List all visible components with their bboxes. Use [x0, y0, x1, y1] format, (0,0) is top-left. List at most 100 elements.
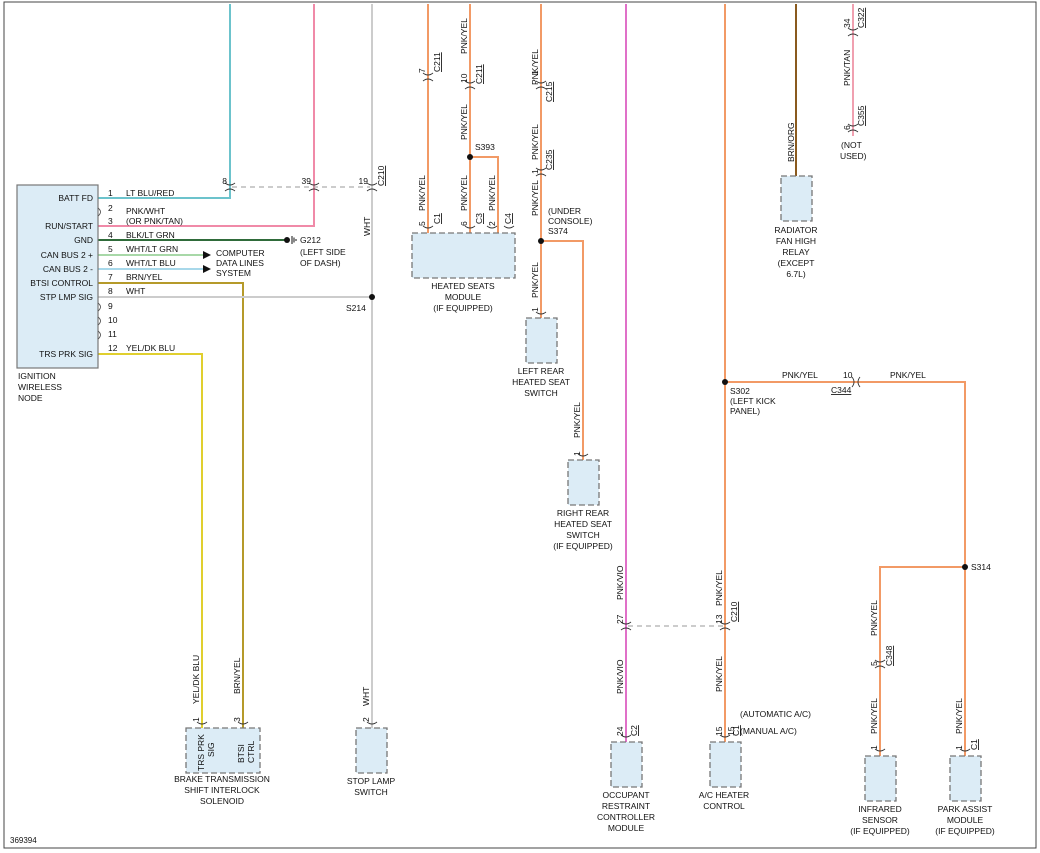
node-pin-stp-lmp: STP LMP SIG: [40, 292, 93, 302]
connector-c1-hs: C1: [432, 213, 442, 224]
arc-c211-7: [422, 72, 434, 82]
park-assist-label-2: MODULE: [947, 815, 984, 825]
heated-seats-module-box: [411, 232, 516, 279]
wire-pnk-yel-8: [879, 566, 965, 756]
note-left-kick-1: (LEFT KICK: [730, 396, 776, 406]
pin-15-a: 15: [714, 726, 724, 736]
left-rear-switch-box: [525, 317, 558, 364]
connector-c2-orc: C2: [629, 725, 639, 736]
arc-c344: [851, 376, 861, 388]
stop-lamp-switch-box: [355, 727, 388, 774]
btsi-pin-trs-2: SIG: [206, 742, 216, 757]
arc-btsi-1: [196, 721, 208, 725]
arc-c235: [535, 167, 547, 177]
note-left-kick-2: PANEL): [730, 406, 760, 416]
ground-note-2: OF DASH): [300, 258, 341, 268]
stop-lamp-label-1: STOP LAMP: [347, 776, 396, 786]
infrared-sensor-box: [864, 755, 897, 802]
arrow-can-minus-icon: [203, 265, 211, 273]
heated-seats-label-3: (IF EQUIPPED): [433, 303, 493, 313]
wire-label-lt-blu-red: LT BLU/RED: [126, 188, 174, 198]
pin-c355: 6: [842, 125, 852, 130]
node-pin-num-1: 1: [108, 188, 113, 198]
pin-c344-10: 10: [843, 370, 853, 380]
wire-text-pnk-yel-m: PNK/YEL: [714, 570, 724, 606]
splice-s302: S302: [730, 386, 750, 396]
pin-btsi-3: 3: [232, 717, 242, 722]
wire-label-wht-lt-grn: WHT/LT GRN: [126, 244, 178, 254]
arc-c355: [847, 123, 859, 133]
wire-text-pnk-yel-c: PNK/YEL: [417, 175, 427, 211]
ignition-wireless-node: BATT FD RUN/START GND CAN BUS 2 + CAN BU…: [16, 184, 183, 403]
wire-pnk-wht: [98, 4, 315, 227]
pin-c348-5: 5: [869, 661, 879, 666]
arc-c4-hs4: [503, 225, 515, 229]
infrared-label-3: (IF EQUIPPED): [850, 826, 910, 836]
infrared-label-2: SENSOR: [862, 815, 898, 825]
pin-hs-6: 6: [459, 221, 469, 226]
note-not-used-2: USED): [840, 151, 867, 161]
ground-id: G212: [300, 235, 321, 245]
radiator-label-5: 6.7L): [786, 269, 806, 279]
pin-stop-2: 2: [361, 717, 371, 722]
wire-text-pnk-yel-a: PNK/YEL: [459, 18, 469, 54]
pin-15-b: 15: [726, 726, 736, 736]
radiator-label-1: RADIATOR: [774, 225, 817, 235]
pin-hs-2: 2: [487, 221, 497, 226]
radiator-label-4: (EXCEPT: [778, 258, 815, 268]
arc-ir-1: [874, 748, 886, 752]
splice-s314: S314: [971, 562, 991, 572]
orc-label-1: OCCUPANT: [602, 790, 649, 800]
splice-s393-dot: [467, 154, 473, 160]
note-under-console-2: CONSOLE): [548, 216, 593, 226]
wire-text-yel-dk-blu: YEL/DK BLU: [191, 655, 201, 704]
wire-lt-blu-red: [98, 4, 231, 199]
connector-c235: C235: [544, 149, 554, 170]
pin-ir-1: 1: [869, 745, 879, 750]
node-box: [16, 184, 99, 369]
pin-10: 10: [459, 73, 469, 83]
wire-text-pnk-yel-g: PNK/YEL: [530, 124, 540, 160]
connector-c215: C215: [544, 81, 554, 102]
wire-label-brn-yel: BRN/YEL: [126, 272, 163, 282]
node-pin-stub-11: [97, 330, 101, 340]
wire-text-pnk-yel-i: PNK/YEL: [530, 262, 540, 298]
wire-text-pnk-yel-q: PNK/YEL: [954, 698, 964, 734]
pin-24: 24: [615, 726, 625, 736]
wire-pnk-yel-5: [541, 240, 584, 460]
btsi-pin-btsi-1: BTSI: [236, 744, 246, 763]
pin-lr-1: 1: [530, 307, 540, 312]
wire-pnk-yel-7: [725, 381, 966, 756]
wire-text-pnk-yel-b: PNK/YEL: [459, 104, 469, 140]
ground-g212: G212 (LEFT SIDE OF DASH): [284, 235, 346, 268]
connector-c210-bottom: C210: [729, 601, 739, 622]
node-pin-num-7: 7: [108, 272, 113, 282]
wire-text-pnk-yel-l: PNK/YEL: [890, 370, 926, 380]
connector-c355: C355: [856, 105, 866, 126]
wire-yel-dk-blu: [98, 353, 203, 728]
connector-c3-hs: C3: [474, 213, 484, 224]
wire-brn-yel: [98, 282, 244, 728]
wire-text-pnk-tan: PNK/TAN: [842, 50, 852, 86]
pin-hs-5: 5: [417, 221, 427, 226]
node-pin-can-plus: CAN BUS 2 +: [41, 250, 93, 260]
pin-8: 8: [222, 176, 227, 186]
park-assist-label-3: (IF EQUIPPED): [935, 826, 995, 836]
ac-heater-label-1: A/C HEATER: [699, 790, 749, 800]
diagram-id: 369394: [10, 836, 37, 845]
splice-s374: S374: [548, 226, 568, 236]
pin-39: 39: [302, 176, 312, 186]
connector-c4-hs: C4: [503, 213, 513, 224]
arc-ac-15: [719, 734, 731, 738]
pin-btsi-1: 1: [191, 717, 201, 722]
node-pin-num-8: 8: [108, 286, 113, 296]
connector-c322: C322: [856, 7, 866, 28]
right-rear-label-3: SWITCH: [566, 530, 600, 540]
splice-s302-dot: [722, 379, 728, 385]
connector-c211-b: C211: [474, 64, 484, 84]
wire-pnk-yel-3: [470, 156, 499, 234]
orc-label-2: RESTRAINT: [602, 801, 650, 811]
wire-text-wht-lower: WHT: [361, 687, 371, 706]
pin-c235-1: 1: [530, 169, 540, 174]
